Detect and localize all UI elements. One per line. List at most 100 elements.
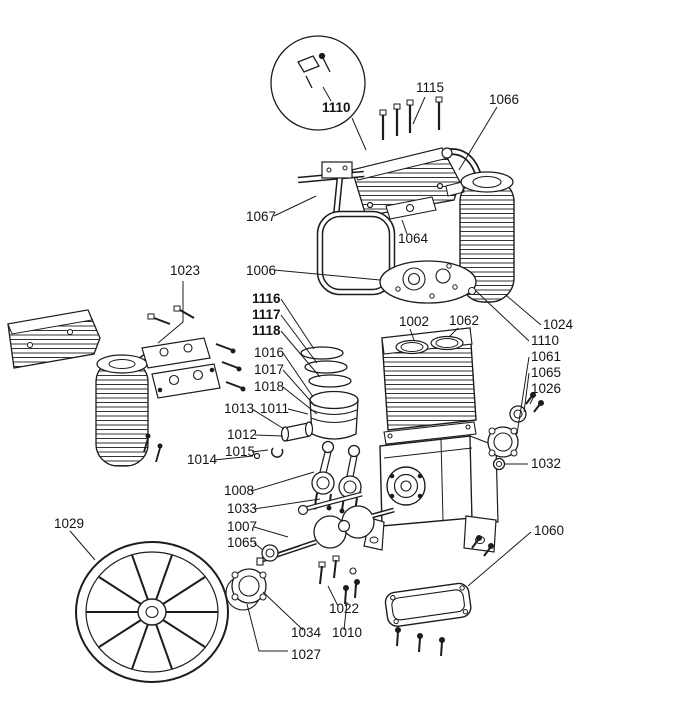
leader-line (467, 531, 532, 587)
part-label-1061: 1061 (531, 349, 561, 364)
leader-line (213, 455, 254, 461)
leader-line (280, 314, 318, 364)
part-label-1065-left: 1065 (227, 535, 257, 550)
bearing-carrier-right (487, 426, 519, 458)
part-label-1062: 1062 (449, 313, 479, 328)
part-label-1008: 1008 (224, 483, 254, 498)
leader-lines (69, 86, 542, 652)
leader-line (273, 195, 317, 217)
leader-line (458, 106, 498, 171)
part-label-1117: 1117 (252, 307, 281, 322)
part-label-1017: 1017 (254, 362, 284, 377)
part-label-1027: 1027 (291, 647, 321, 662)
part-label-1110-top: 1110 (322, 100, 351, 115)
part-label-1064: 1064 (398, 231, 429, 246)
leader-line (251, 408, 285, 430)
leader-line (253, 498, 321, 510)
left-cooler-tube (95, 346, 173, 467)
part-label-1013: 1013 (224, 401, 254, 416)
valve-plate-assembly-left (141, 305, 246, 463)
oil-tube (297, 491, 363, 516)
part-label-1006: 1006 (246, 263, 276, 278)
leader-line (475, 290, 530, 342)
leader-line (282, 386, 318, 415)
leader-line (448, 327, 459, 338)
part-label-1007: 1007 (227, 519, 257, 534)
part-label-1065-right: 1065 (531, 365, 561, 380)
part-label-1012: 1012 (227, 427, 257, 442)
leader-line (282, 369, 316, 407)
ball-bearing-left (261, 544, 279, 562)
part-label-1010: 1010 (332, 625, 362, 640)
part-label-1115: 1115 (416, 80, 444, 95)
leader-line (516, 356, 530, 435)
leader-line (409, 328, 415, 341)
part-labels: 1110 1115 1066 1067 1064 1006 1023 1116 … (54, 80, 574, 662)
leader-line (280, 298, 315, 350)
leader-line (273, 269, 381, 281)
part-label-1029: 1029 (54, 516, 84, 531)
part-label-1014: 1014 (187, 452, 218, 467)
leader-line (69, 530, 96, 561)
connecting-rods (311, 440, 362, 515)
bearing-carrier-left (225, 568, 267, 611)
detail-callout-circle (270, 35, 367, 151)
leader-line (262, 591, 304, 631)
leader-line (253, 526, 289, 538)
oil-plug (492, 457, 506, 471)
part-label-1032: 1032 (531, 456, 561, 471)
case-screws-bottom (318, 555, 360, 605)
leader-line (157, 281, 184, 344)
piston-rings (300, 346, 352, 388)
leader-line (343, 601, 348, 631)
flywheel (75, 541, 229, 683)
left-cylinder-head (7, 309, 101, 369)
leader-line (253, 542, 264, 551)
crankcase (363, 435, 499, 553)
leader-line (327, 585, 339, 607)
leader-line (506, 295, 542, 326)
aftercooler-tube-right (441, 147, 515, 303)
part-label-1118: 1118 (252, 323, 281, 338)
head-bolts (379, 96, 443, 140)
base-gasket (384, 535, 494, 657)
part-label-1018: 1018 (254, 379, 284, 394)
leader-line (246, 603, 288, 652)
part-label-1066: 1066 (489, 92, 519, 107)
head-gasket-plate (385, 196, 437, 220)
leader-line (529, 395, 535, 405)
part-label-1067: 1067 (246, 209, 276, 224)
part-label-1011: 1011 (260, 401, 289, 416)
part-label-1016: 1016 (254, 345, 284, 360)
part-label-1026: 1026 (531, 381, 561, 396)
piston (309, 390, 359, 440)
leader-line (280, 330, 321, 378)
cylinder-block (381, 327, 477, 431)
leader-line (251, 449, 269, 453)
part-label-1110-right: 1110 (531, 333, 559, 348)
leader-line (401, 219, 408, 235)
fitting-1110-right (468, 287, 476, 295)
wrist-pin (280, 421, 314, 442)
part-label-1002: 1002 (399, 314, 429, 329)
part-label-1033: 1033 (227, 501, 257, 516)
part-label-1116: 1116 (252, 291, 281, 306)
leader-line (523, 372, 530, 413)
valve-plate-oval (379, 260, 477, 304)
ball-bearing-right (509, 405, 527, 423)
leader-line (322, 86, 332, 102)
block-base-gasket (383, 421, 477, 445)
leader-line (254, 434, 284, 437)
leader-line (287, 408, 309, 415)
part-label-1034: 1034 (291, 625, 322, 640)
part-label-1024: 1024 (543, 317, 574, 332)
part-label-1060: 1060 (534, 523, 564, 538)
part-label-1015: 1015 (225, 444, 255, 459)
part-label-1022: 1022 (329, 601, 359, 616)
retaining-clip (253, 447, 284, 460)
part-label-1023: 1023 (170, 263, 200, 278)
manifold-loop-tube (297, 161, 396, 296)
leader-line (412, 96, 426, 125)
